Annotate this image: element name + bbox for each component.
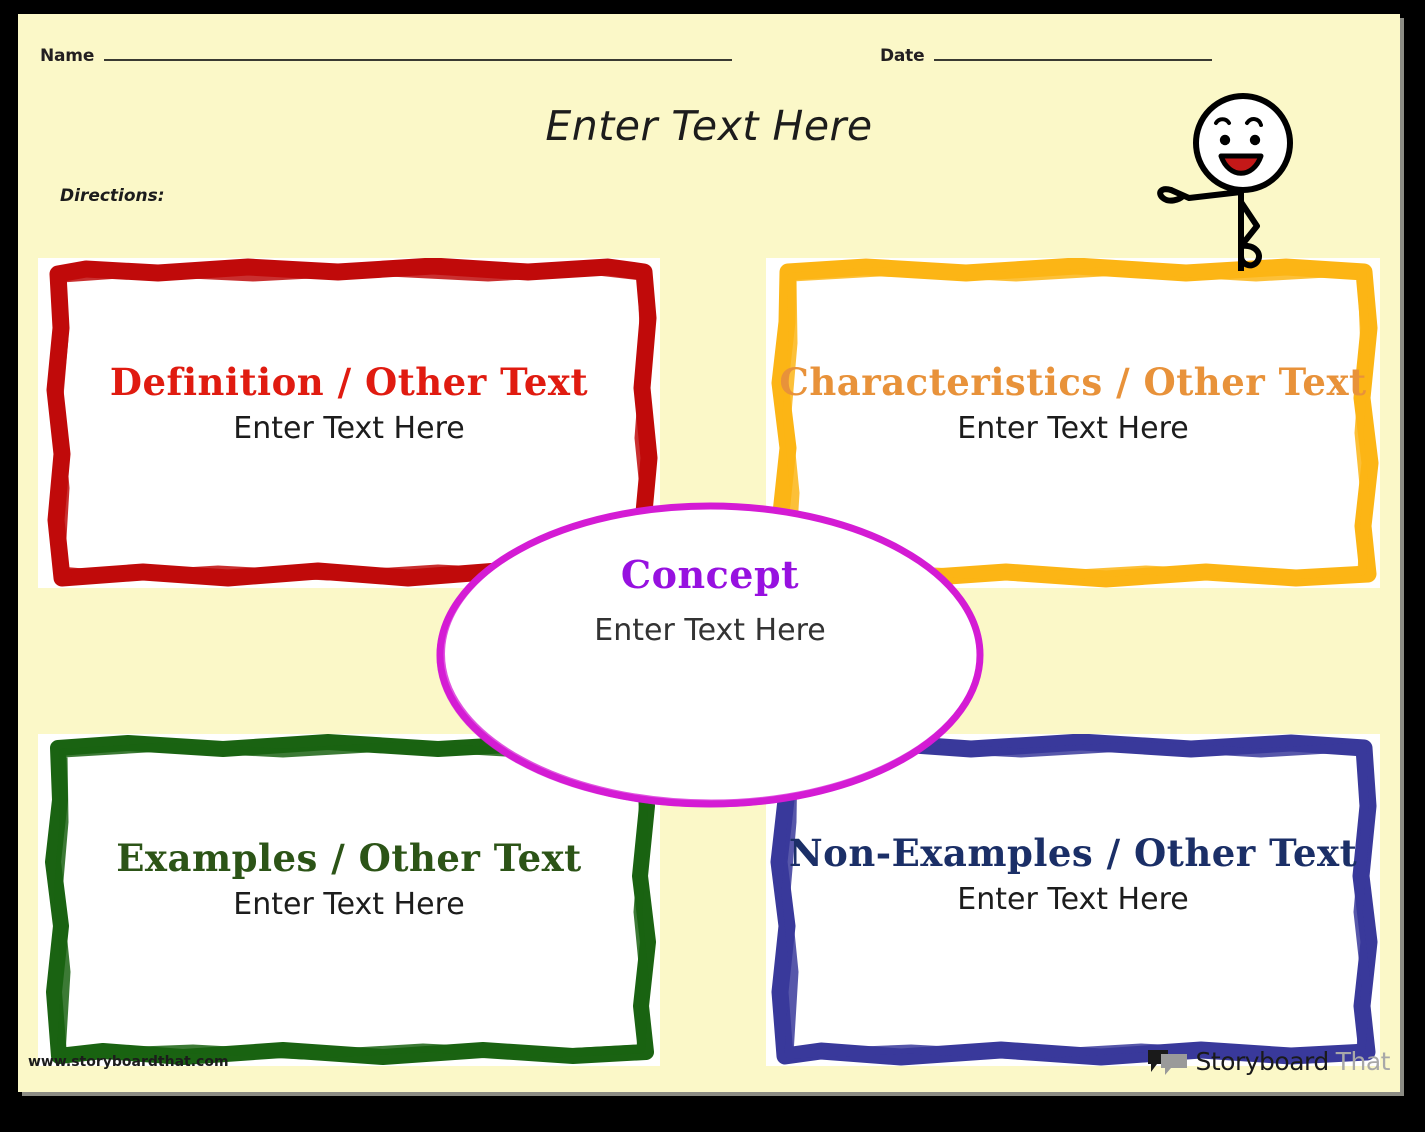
nonexamples-box[interactable]: Non-Examples / Other Text Enter Text Her… (766, 734, 1380, 1066)
name-label: Name (40, 46, 95, 66)
examples-title: Examples / Other Text (116, 836, 582, 880)
eye-left-icon (1219, 134, 1231, 146)
brand-name-secondary: That (1335, 1047, 1391, 1076)
worksheet-sheet: Name Date Enter Text Here Directions: De… (18, 14, 1400, 1092)
brand-name-primary: Storyboard (1195, 1047, 1330, 1076)
directions-label: Directions: (60, 186, 165, 206)
date-write-line[interactable] (934, 58, 1213, 61)
definition-title: Definition / Other Text (109, 360, 589, 404)
eye-right-icon (1249, 134, 1261, 146)
concept-title: Concept (620, 552, 800, 597)
characteristics-content: Characteristics / Other Text Enter Text … (766, 363, 1380, 445)
rough-ellipse-magenta (436, 502, 984, 808)
nonexamples-content: Non-Examples / Other Text Enter Text Her… (766, 834, 1380, 916)
name-field[interactable]: Name (40, 46, 733, 66)
storyboardthat-logo: Storyboard That (1147, 1047, 1391, 1076)
characteristics-title: Characteristics / Other Text (779, 360, 1367, 404)
examples-content: Examples / Other Text Enter Text Here (38, 839, 660, 921)
site-url: www.storyboardthat.com (28, 1054, 229, 1070)
date-label: Date (880, 46, 925, 66)
definition-body[interactable]: Enter Text Here (233, 410, 465, 446)
concept-body[interactable]: Enter Text Here (594, 613, 826, 648)
examples-body[interactable]: Enter Text Here (233, 886, 465, 922)
page-title[interactable]: Enter Text Here (545, 102, 873, 150)
examples-box[interactable]: Examples / Other Text Enter Text Here (38, 734, 660, 1066)
concept-content: Concept Enter Text Here (433, 552, 987, 648)
nonexamples-title: Non-Examples / Other Text (788, 831, 1358, 875)
definition-content: Definition / Other Text Enter Text Here (38, 363, 660, 445)
name-write-line[interactable] (104, 58, 733, 61)
stick-figure-icon (1157, 93, 1293, 271)
date-field[interactable]: Date (880, 46, 1213, 66)
speech-bubbles-icon (1147, 1050, 1187, 1075)
characteristics-body[interactable]: Enter Text Here (957, 410, 1189, 446)
nonexamples-body[interactable]: Enter Text Here (957, 881, 1189, 917)
concept-ellipse[interactable]: Concept Enter Text Here (433, 500, 987, 810)
